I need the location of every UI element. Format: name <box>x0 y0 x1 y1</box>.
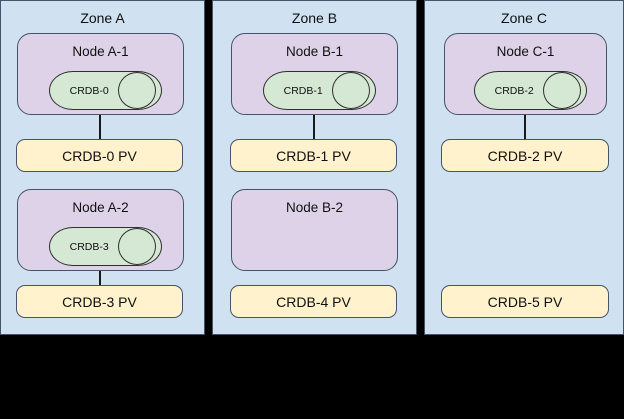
zone-panel-a: Zone A Node A-1 CRDB-0 CRDB-0 PV Node A-… <box>0 0 205 335</box>
node-box-b-1[interactable]: Node B-1 CRDB-1 <box>231 33 398 115</box>
pv-box-crdb-5[interactable]: CRDB-5 PV <box>441 285 609 318</box>
pv-box-crdb-3[interactable]: CRDB-3 PV <box>16 285 183 318</box>
node-label-b-2: Node B-2 <box>285 200 344 215</box>
pv-box-crdb-2[interactable]: CRDB-2 PV <box>441 139 609 172</box>
connector-c-1 <box>524 115 526 139</box>
database-cylinder-crdb-1[interactable]: CRDB-1 <box>263 71 376 110</box>
node-label-b-1: Node B-1 <box>285 44 344 59</box>
node-label-a-2: Node A-2 <box>72 200 129 215</box>
connector-b-1 <box>313 115 315 139</box>
cylinder-cap <box>543 72 581 109</box>
database-label-crdb-3: CRDB-3 <box>69 240 109 253</box>
node-box-a-1[interactable]: Node A-1 CRDB-0 <box>17 33 184 115</box>
database-label-crdb-0: CRDB-0 <box>69 84 109 97</box>
node-label-a-1: Node A-1 <box>72 44 129 59</box>
cylinder-cap <box>332 72 370 109</box>
zone-panel-b: Zone B Node B-1 CRDB-1 CRDB-1 PV Node B-… <box>212 0 417 335</box>
zone-title-b: Zone B <box>291 10 338 26</box>
node-box-c-1[interactable]: Node C-1 CRDB-2 <box>444 33 607 115</box>
connector-a-2 <box>99 271 101 285</box>
node-box-b-2[interactable]: Node B-2 <box>231 189 398 271</box>
pv-box-crdb-4[interactable]: CRDB-4 PV <box>230 285 397 318</box>
database-label-crdb-1: CRDB-1 <box>283 84 323 97</box>
database-label-crdb-2: CRDB-2 <box>494 84 534 97</box>
database-cylinder-crdb-0[interactable]: CRDB-0 <box>49 71 162 110</box>
cylinder-cap <box>118 72 156 109</box>
node-label-c-1: Node C-1 <box>496 44 555 59</box>
connector-a-1 <box>99 115 101 139</box>
zone-panel-c: Zone C Node C-1 CRDB-2 CRDB-2 PV CRDB-5 … <box>424 0 624 335</box>
database-cylinder-crdb-2[interactable]: CRDB-2 <box>474 71 587 110</box>
pv-box-crdb-1[interactable]: CRDB-1 PV <box>230 139 397 172</box>
node-box-a-2[interactable]: Node A-2 CRDB-3 <box>17 189 184 271</box>
zone-title-c: Zone C <box>501 10 547 26</box>
cylinder-cap <box>118 228 156 265</box>
zone-title-a: Zone A <box>80 10 125 26</box>
database-cylinder-crdb-3[interactable]: CRDB-3 <box>49 227 162 266</box>
pv-box-crdb-0[interactable]: CRDB-0 PV <box>16 139 183 172</box>
